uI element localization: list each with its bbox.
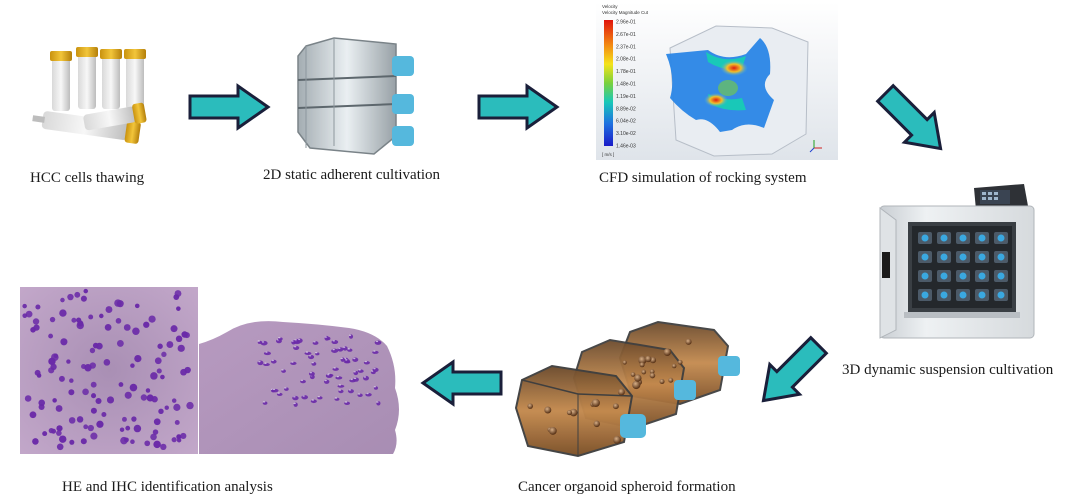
step-caption-he-ihc: HE and IHC identification analysis — [62, 479, 273, 495]
legend-title-line1: Velocity — [602, 4, 618, 9]
legend-tick-label: 1.48e-01 — [616, 82, 636, 88]
legend-tick-label: 2.96e-01 — [616, 20, 636, 26]
down-left-arrow-icon — [761, 335, 829, 403]
left-arrow-icon — [420, 359, 503, 407]
organoid-spheroids — [527, 338, 692, 444]
legend-title-line2: Velocity Magnitude Cut — [602, 10, 649, 15]
legend-ticks: 2.96e-01 2.67e-01 2.37e-01 2.08e-01 1.78e-01… — [616, 20, 636, 150]
step-caption-thawing: HCC cells thawing — [30, 170, 145, 186]
ihc-stain-micrograph — [199, 321, 399, 454]
legend-tick-label: 1.19e-01 — [616, 94, 636, 100]
down-right-arrow-icon — [875, 83, 943, 151]
he-stain-micrograph — [20, 287, 198, 454]
he-cell-nuclei — [22, 288, 194, 451]
ihc-stained-cells — [257, 334, 382, 407]
incubator-flasks — [918, 232, 1008, 301]
legend-tick-label: 2.67e-01 — [616, 32, 636, 38]
step-caption-cfd: CFD simulation of rocking system — [599, 170, 807, 186]
legend-tick-label: 2.08e-01 — [616, 57, 636, 63]
legend-tick-label: 3.10e-02 — [616, 131, 636, 137]
right-arrow-icon — [188, 83, 271, 131]
legend-tick-label: 1.46e-03 — [616, 144, 636, 150]
step-caption-2d-static: 2D static adherent cultivation — [263, 167, 441, 183]
cryovials-illustration — [32, 47, 147, 144]
incubator-illustration — [879, 184, 1035, 339]
legend-tick-label: 6.04e-02 — [616, 119, 636, 125]
step-caption-3d-dynamic: 3D dynamic suspension cultivation — [842, 362, 1054, 378]
legend-tick-label: 1.78e-01 — [616, 69, 636, 75]
right-arrow-icon — [477, 83, 560, 131]
legend-unit: [ m/s ] — [602, 152, 614, 157]
step-caption-organoid: Cancer organoid spheroid formation — [518, 479, 736, 495]
organoid-flasks-illustration — [514, 320, 740, 458]
legend-tick-label: 8.89e-02 — [616, 106, 636, 112]
cfd-simulation-panel: Velocity Velocity Magnitude Cut 2.96e-01… — [596, 2, 838, 160]
legend-tick-label: 2.37e-01 — [616, 44, 636, 50]
multilayer-flask-illustration — [297, 37, 414, 155]
